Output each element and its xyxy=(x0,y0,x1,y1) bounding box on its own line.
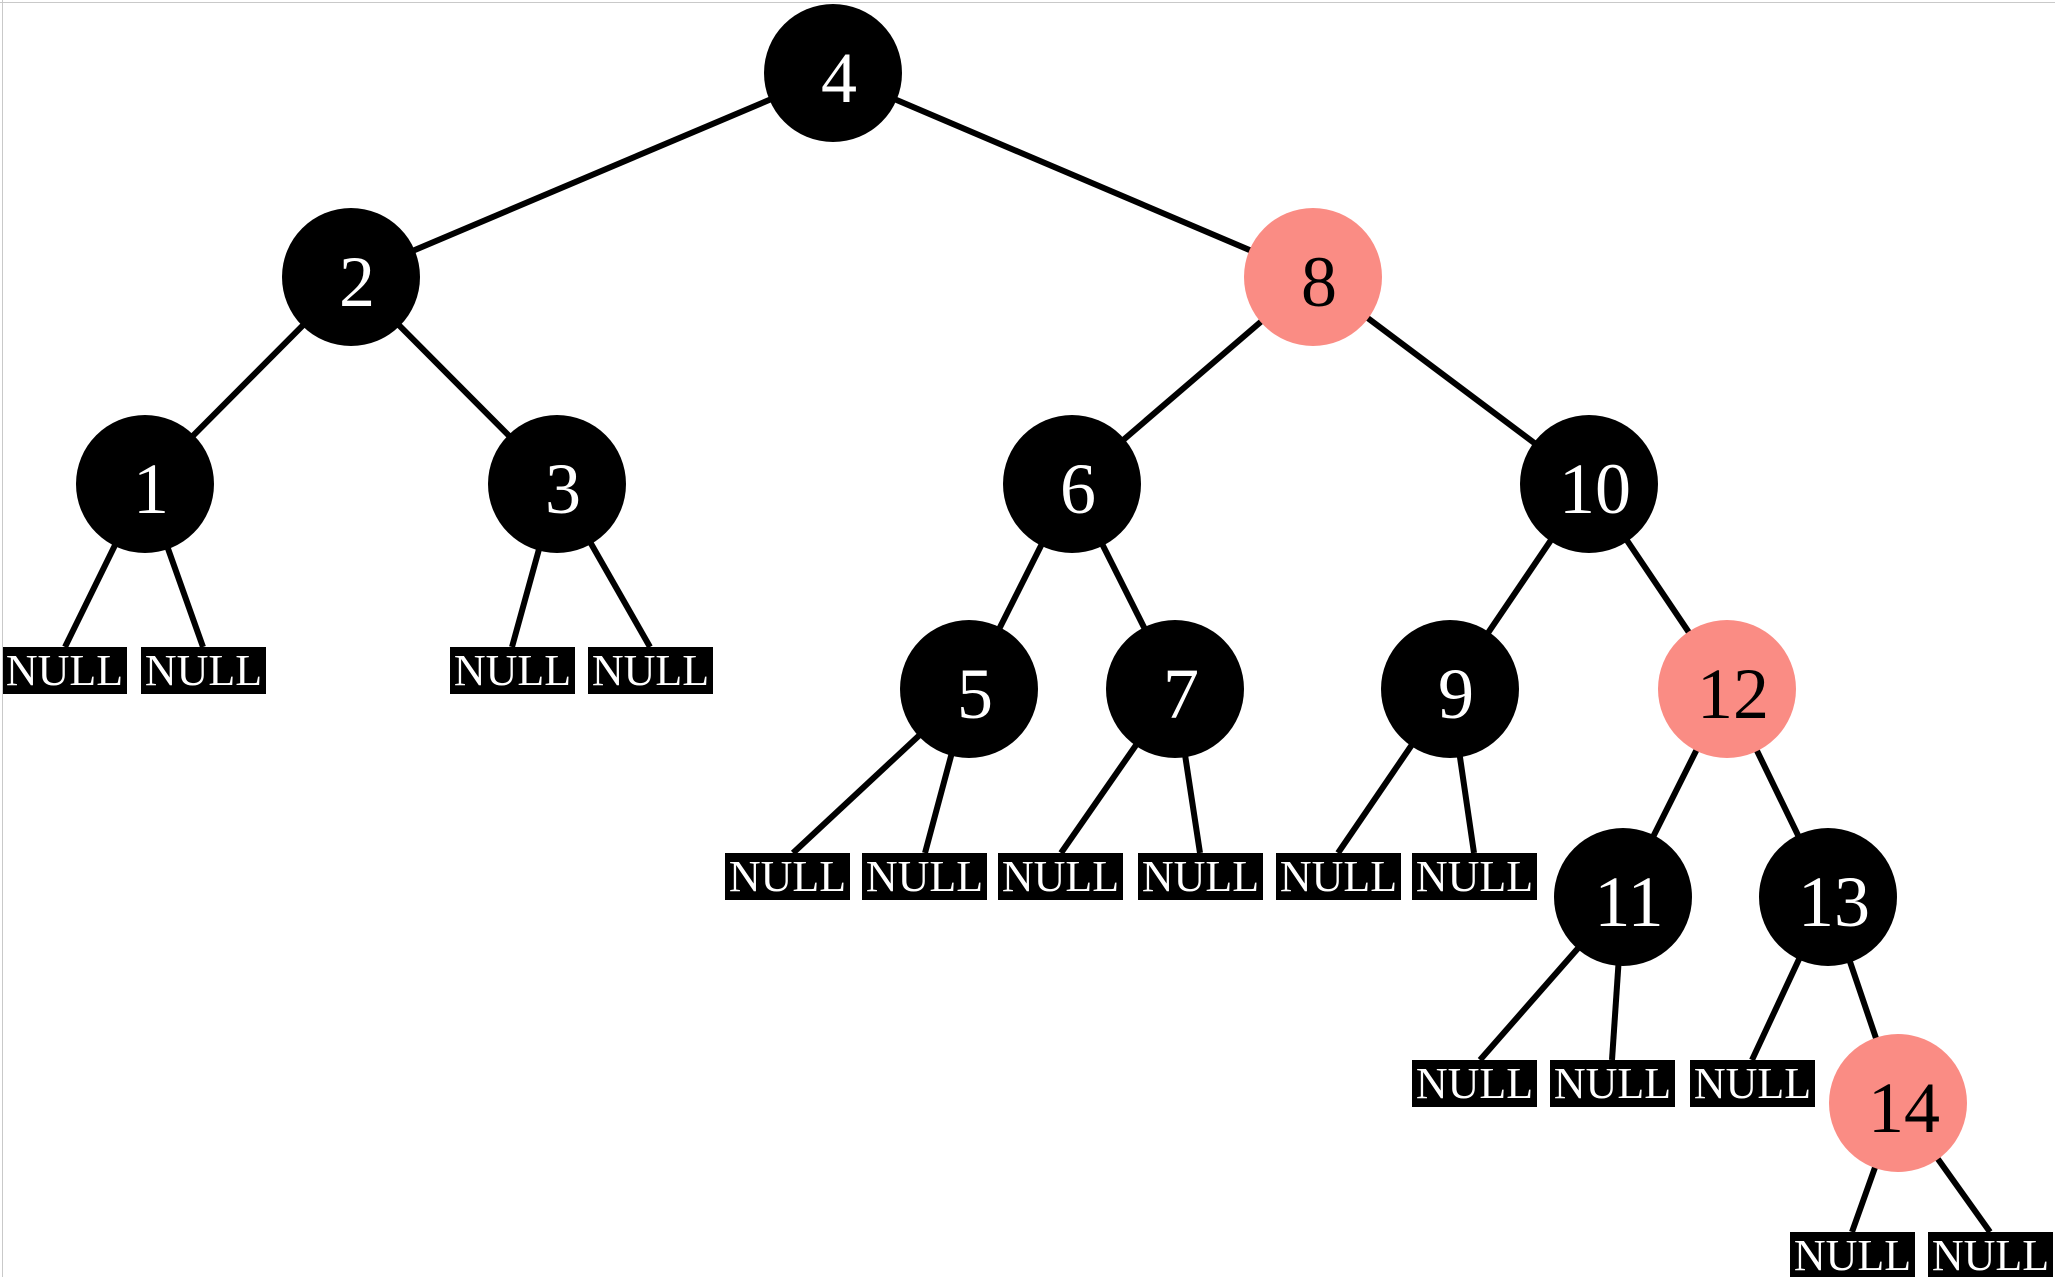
tree-node-11: 11 xyxy=(1554,828,1692,966)
tree-node-value: 11 xyxy=(1594,862,1664,942)
tree-node-10: 10 xyxy=(1520,415,1658,553)
tree-node-1: 1 xyxy=(76,415,214,553)
null-leaf-label: NULL xyxy=(1931,1230,2050,1277)
tree-node-value: 5 xyxy=(957,654,993,734)
null-leaf-box: NULL xyxy=(1550,1060,1675,1107)
tree-node-13: 13 xyxy=(1759,828,1897,966)
null-leaf-box: NULL xyxy=(1412,853,1537,900)
null-leaf-box: NULL xyxy=(725,853,850,900)
null-leaf-label: NULL xyxy=(5,645,124,695)
tree-node-value: 7 xyxy=(1163,654,1199,734)
null-leaf-label: NULL xyxy=(1141,851,1260,901)
tree-node-2: 2 xyxy=(282,208,420,346)
null-leaf-label: NULL xyxy=(728,851,847,901)
null-leaf-box: NULL xyxy=(862,853,987,900)
null-leaf-box: NULL xyxy=(998,853,1123,900)
null-leaf-box: NULL xyxy=(1276,853,1401,900)
null-leaf-box: NULL xyxy=(141,647,266,694)
null-leaf-box: NULL xyxy=(2,647,127,694)
null-leaf-label: NULL xyxy=(591,645,710,695)
null-leaf-label: NULL xyxy=(1415,1058,1534,1108)
tree-node-7: 7 xyxy=(1106,620,1244,758)
canvas-border-top xyxy=(0,2,2055,3)
tree-edge xyxy=(831,70,1315,280)
canvas-border-left xyxy=(2,0,3,1277)
null-leaf-label: NULL xyxy=(1279,851,1398,901)
tree-node-value: 14 xyxy=(1868,1068,1940,1148)
tree-node-value: 6 xyxy=(1060,449,1096,529)
tree-node-6: 6 xyxy=(1003,415,1141,553)
tree-node-5: 5 xyxy=(900,620,1038,758)
null-leaf-box: NULL xyxy=(1928,1232,2053,1277)
tree-node-12: 12 xyxy=(1658,620,1796,758)
tree-node-14: 14 xyxy=(1829,1034,1967,1172)
null-leaf-box: NULL xyxy=(1690,1060,1815,1107)
null-leaf-label: NULL xyxy=(1001,851,1120,901)
tree-node-value: 12 xyxy=(1697,654,1769,734)
tree-node-value: 8 xyxy=(1301,242,1337,322)
null-leaf-label: NULL xyxy=(1415,851,1534,901)
tree-node-3: 3 xyxy=(488,415,626,553)
null-leaf-label: NULL xyxy=(144,645,263,695)
tree-node-value: 9 xyxy=(1438,654,1474,734)
tree-node-value: 13 xyxy=(1798,862,1870,942)
tree-node-value: 1 xyxy=(133,449,169,529)
tree-node-4: 4 xyxy=(764,4,902,142)
tree-node-value: 2 xyxy=(339,242,375,322)
null-leaf-label: NULL xyxy=(865,851,984,901)
tree-node-value: 10 xyxy=(1559,449,1631,529)
tree-node-value: 4 xyxy=(821,38,857,118)
null-leaf-box: NULL xyxy=(1138,853,1263,900)
null-leaf-box: NULL xyxy=(1790,1232,1915,1277)
tree-node-value: 3 xyxy=(545,449,581,529)
tree-edge xyxy=(349,70,835,280)
null-leaf-label: NULL xyxy=(1693,1058,1812,1108)
tree-node-9: 9 xyxy=(1381,620,1519,758)
null-leaf-box: NULL xyxy=(588,647,713,694)
null-leaf-label: NULL xyxy=(1793,1230,1912,1277)
null-leaf-label: NULL xyxy=(453,645,572,695)
null-leaf-label: NULL xyxy=(1553,1058,1672,1108)
null-leaf-box: NULL xyxy=(450,647,575,694)
tree-node-8: 8 xyxy=(1244,208,1382,346)
null-leaf-box: NULL xyxy=(1412,1060,1537,1107)
